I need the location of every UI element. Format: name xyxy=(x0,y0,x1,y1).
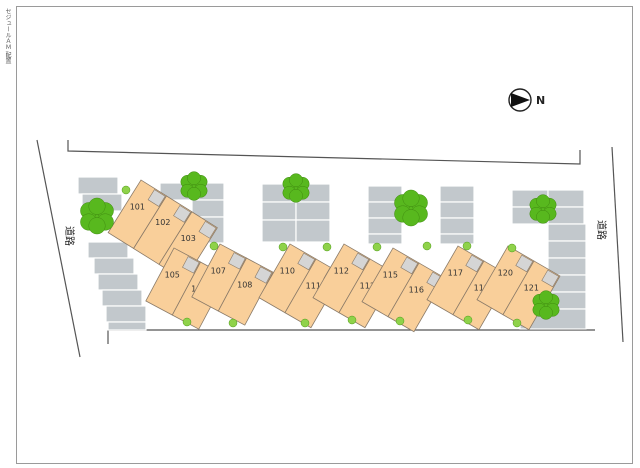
road-edge-left xyxy=(36,139,81,358)
parking-lot-e xyxy=(511,189,587,330)
road-label-left: 道路 xyxy=(63,226,76,246)
unit-stair xyxy=(228,252,246,270)
parking-space xyxy=(439,217,475,235)
apartment-unit: 107 xyxy=(191,243,248,312)
parking-space xyxy=(295,201,331,221)
tree-icon xyxy=(282,173,310,203)
unit-number: 102 xyxy=(155,218,170,227)
shrub-icon xyxy=(278,242,288,252)
parking-space xyxy=(439,233,475,245)
apartment-unit: 110 xyxy=(258,243,317,314)
unit-stair xyxy=(182,256,200,274)
shrub-icon xyxy=(182,317,192,327)
tree-icon xyxy=(180,171,208,201)
tree-icon xyxy=(532,290,560,320)
shrub-icon xyxy=(372,242,382,252)
north-label: N xyxy=(536,94,545,107)
boundary-top xyxy=(67,140,581,165)
unit-stair xyxy=(541,269,560,288)
unit-stair xyxy=(351,252,370,271)
unit-number: 118 xyxy=(474,284,489,293)
parking-space xyxy=(101,289,143,307)
apartment-unit: 121 xyxy=(502,260,561,331)
parking-space xyxy=(93,257,135,275)
unit-number: 105 xyxy=(165,271,180,280)
unit-number: 103 xyxy=(181,234,196,243)
parking-space xyxy=(439,185,475,203)
apartment-unit: 115 xyxy=(361,247,420,318)
parking-space xyxy=(87,241,129,259)
road-label-right: 道路 xyxy=(595,220,608,240)
parking-lot-d xyxy=(367,185,475,245)
shrub-icon xyxy=(300,318,310,328)
parking-space xyxy=(261,219,297,243)
compass-pointer xyxy=(511,93,530,107)
shrub-icon xyxy=(209,241,219,251)
parking-space xyxy=(439,201,475,219)
shrub-icon xyxy=(462,241,472,251)
unit-stair xyxy=(400,256,419,275)
tree-icon xyxy=(529,194,557,224)
unit-number: 115 xyxy=(383,271,398,280)
unit-number: 108 xyxy=(237,281,252,290)
shrub-icon xyxy=(512,318,522,328)
shrub-icon xyxy=(347,315,357,325)
unit-number: 107 xyxy=(211,267,226,276)
unit-number: 110 xyxy=(280,267,295,276)
unit-stair xyxy=(297,252,316,271)
building: 107 108 xyxy=(191,243,274,326)
unit-number: 117 xyxy=(448,269,463,278)
road-edge-right xyxy=(611,146,624,343)
north-arrow: N xyxy=(508,88,545,112)
trees xyxy=(80,171,560,328)
apartment-unit: 112 xyxy=(312,243,371,314)
parking-space xyxy=(97,273,139,291)
apartment-unit: 117 xyxy=(426,245,485,316)
unit-number: 111 xyxy=(306,282,321,291)
parking-space xyxy=(547,223,587,242)
unit-stair xyxy=(173,205,192,223)
unit-number: 120 xyxy=(498,269,513,278)
unit-stair xyxy=(465,254,484,273)
unit-number: 113 xyxy=(360,282,375,291)
parking-space xyxy=(295,219,331,243)
building: 120 121 xyxy=(476,245,561,331)
unit-stair xyxy=(515,254,534,273)
apartment-unit: 102 xyxy=(133,195,193,265)
shrub-icon xyxy=(322,242,332,252)
apartment-unit: 101 xyxy=(107,179,167,250)
parking-space xyxy=(261,201,297,221)
apartment-unit: 108 xyxy=(217,257,274,326)
unit-number: 101 xyxy=(130,202,145,211)
shrub-icon xyxy=(395,316,405,326)
parking-space xyxy=(547,240,587,259)
map-caption: セジュールＡＭ 配置 xyxy=(4,8,11,64)
parking-space xyxy=(105,305,147,323)
shrub-icon xyxy=(422,241,432,251)
unit-stair xyxy=(198,220,217,239)
unit-stair xyxy=(147,189,166,207)
shrub-icon xyxy=(507,243,517,253)
tree-icon xyxy=(394,189,428,227)
shrub-icon xyxy=(228,318,238,328)
tree-icon xyxy=(80,197,114,235)
unit-number: 121 xyxy=(524,284,539,293)
parking-space xyxy=(77,176,119,195)
parking-space xyxy=(367,217,403,235)
parking-space xyxy=(107,321,147,331)
unit-stair xyxy=(254,266,273,284)
unit-number: 112 xyxy=(334,267,349,276)
buildings: 1011021031051061071081101111121131151161… xyxy=(107,179,561,333)
parking-space xyxy=(367,233,403,245)
site-boundary xyxy=(36,139,624,358)
shrub-icon xyxy=(463,315,473,325)
unit-number: 116 xyxy=(409,286,424,295)
shrub-icon xyxy=(121,185,131,195)
